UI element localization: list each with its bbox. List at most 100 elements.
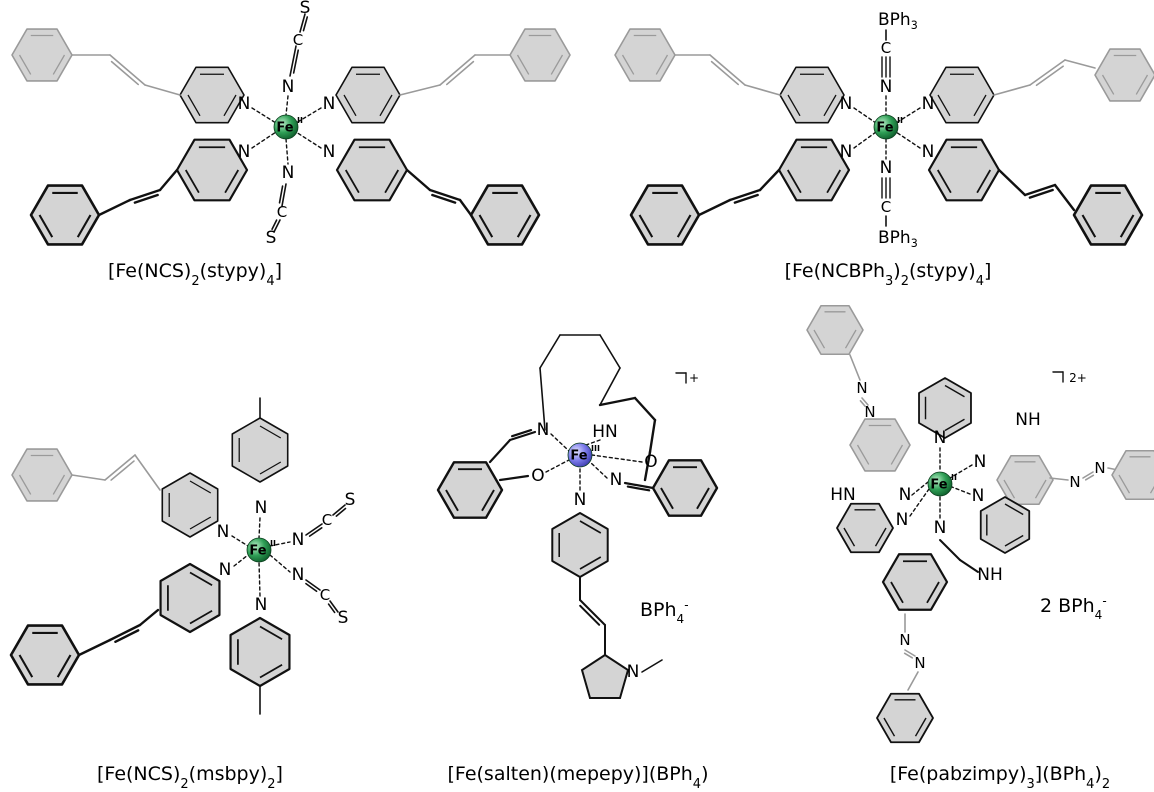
ring-outline xyxy=(806,304,864,356)
ring-outline xyxy=(929,66,995,124)
thiocyanate-sulfur: S xyxy=(338,608,349,628)
azo-nitrogen: N xyxy=(914,654,925,672)
phenyl-ring-top xyxy=(806,304,864,356)
double-bond xyxy=(626,485,651,492)
phenyl-ring-front xyxy=(9,624,81,686)
double-bond xyxy=(305,579,321,591)
iron-symbol: Fe xyxy=(876,121,893,136)
double-bond xyxy=(1029,59,1066,86)
ring-inner-bond xyxy=(189,480,212,494)
oxidation-state: II xyxy=(897,116,903,125)
thiocyanate-nitrogen: N xyxy=(282,163,295,183)
ring-outline xyxy=(1072,184,1144,246)
ring-inner-bond xyxy=(224,169,240,194)
pyridine-ring-front-right xyxy=(927,138,1001,202)
bond xyxy=(138,608,160,627)
ring-outline xyxy=(469,184,541,246)
double-bond xyxy=(733,193,759,204)
coordination-bond xyxy=(285,138,289,165)
ring-outline xyxy=(161,472,219,538)
bipyridine-nitrogen: N xyxy=(255,498,268,518)
ring-inner-bond xyxy=(550,54,564,75)
coordination-bond xyxy=(589,461,608,479)
pyridine-nitrogen: N xyxy=(574,490,587,510)
double-bond xyxy=(109,54,146,86)
double-bond xyxy=(446,60,475,86)
imidazole-nh: HN xyxy=(830,485,856,505)
pyridine-nitrogen: N xyxy=(896,510,909,530)
phenyl-ring-back-left xyxy=(11,28,73,82)
benzimidazole-ring-right xyxy=(996,454,1054,506)
bond xyxy=(633,396,657,422)
double-bond xyxy=(305,582,318,593)
ring-inner-bond xyxy=(914,717,927,737)
iron-atom-sphere xyxy=(246,537,272,563)
ring-outline xyxy=(11,28,73,82)
double-bond xyxy=(579,604,601,626)
double-bond xyxy=(1084,474,1095,481)
ring-inner-bond xyxy=(579,520,602,534)
ring-outline xyxy=(1094,48,1154,102)
ring-inner-bond xyxy=(874,527,887,547)
ring-inner-bond xyxy=(189,516,212,530)
bond xyxy=(643,450,652,482)
ring-inner-bond xyxy=(52,474,66,495)
iron-center: Fe II xyxy=(873,114,903,140)
phenoxide-oxygen: O xyxy=(644,452,657,472)
ring-inner-bond xyxy=(973,94,987,117)
azo-nitrogen: N xyxy=(864,403,875,421)
pyridine-nitrogen: N xyxy=(238,94,251,114)
pyrrole-ring xyxy=(580,653,630,699)
bond xyxy=(488,438,512,464)
pyrrole-nitrogen: N xyxy=(627,662,640,682)
phenyl-ring-front-left xyxy=(29,184,101,246)
ring-outline xyxy=(614,28,676,82)
ring-inner-bond xyxy=(1034,479,1047,499)
ring-inner-bond xyxy=(344,169,360,194)
double-bond xyxy=(110,460,135,481)
double-bond xyxy=(508,430,537,442)
ring-outline xyxy=(777,138,851,202)
bond xyxy=(907,671,919,691)
thiocyanate-sulfur: S xyxy=(266,228,277,248)
coordination-bond xyxy=(591,454,643,463)
benzimidazole-ring-back xyxy=(849,418,911,472)
iron-atom-sphere xyxy=(927,471,953,497)
ring-inner-bond xyxy=(843,527,856,547)
ring-inner-bond xyxy=(1119,214,1135,238)
ring-outline xyxy=(509,28,571,82)
bond xyxy=(539,367,546,431)
ring-inner-bond xyxy=(189,571,213,587)
double-bond xyxy=(110,60,139,86)
double-bond xyxy=(623,481,655,490)
imine-nitrogen: N xyxy=(537,420,550,440)
ring-inner-bond xyxy=(936,169,952,194)
bipyridine-ring-bottom-inner xyxy=(159,562,221,634)
phenyl-ring-front-right xyxy=(1072,184,1144,246)
ring-inner-bond xyxy=(56,654,72,678)
coordination-bond xyxy=(911,481,929,496)
oxidation-state: II xyxy=(951,473,957,482)
bond xyxy=(758,168,781,192)
coordination-bond xyxy=(258,517,261,539)
thiocyanate-nitrogen: N xyxy=(292,565,305,585)
pyridine-ring-back-right xyxy=(335,66,401,124)
double-bond xyxy=(292,49,300,74)
pyridine-nitrogen: N xyxy=(922,94,935,114)
double-bond xyxy=(1028,188,1054,199)
ring-outline xyxy=(159,562,221,634)
double-bond xyxy=(510,429,533,438)
pyridine-ring-front-right xyxy=(335,138,409,202)
iron-atom-sphere xyxy=(567,442,593,468)
pyridine-nitrogen: N xyxy=(934,428,947,448)
ring-inner-bond xyxy=(937,94,951,117)
double-bond xyxy=(439,54,476,86)
ring-outline xyxy=(779,66,845,124)
ring-inner-bond xyxy=(883,717,896,737)
azo-nitrogen: N xyxy=(899,631,910,649)
azo-nitrogen: N xyxy=(1069,473,1080,491)
